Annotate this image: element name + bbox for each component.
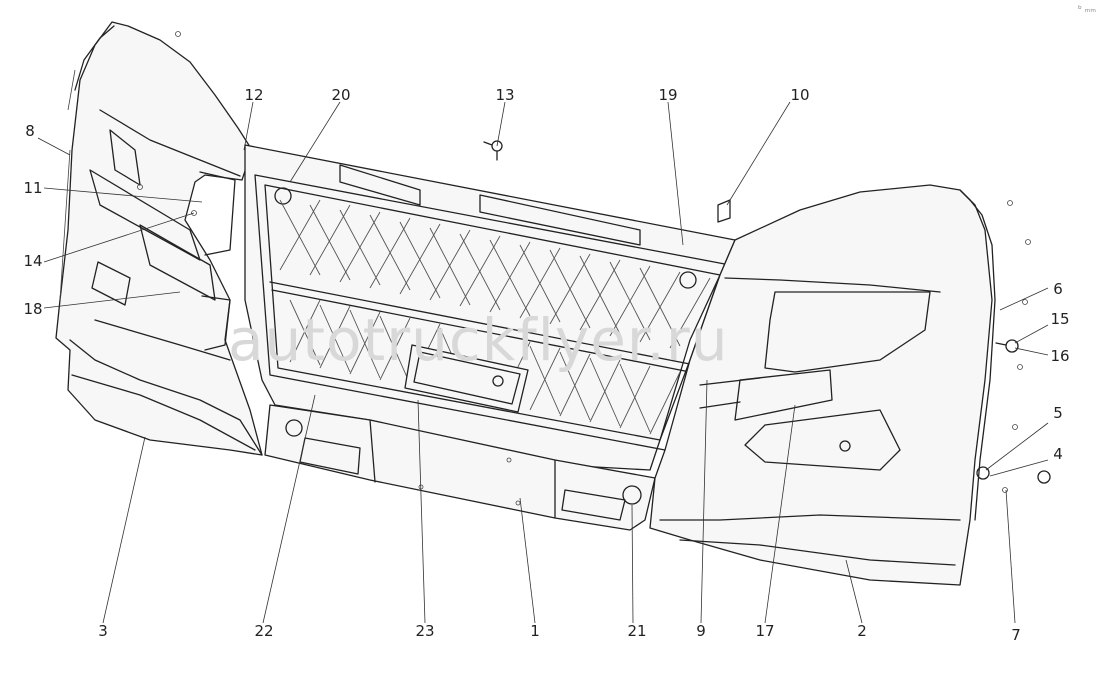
callout-1: 1 bbox=[530, 622, 540, 640]
callout-7: 7 bbox=[1011, 626, 1021, 644]
callout-5: 5 bbox=[1053, 404, 1063, 422]
callout-19: 19 bbox=[658, 86, 677, 104]
callout-labels: 1 2 3 4 5 6 7 8 9 10 11 12 13 14 15 16 1… bbox=[23, 86, 1069, 644]
callout-17: 17 bbox=[755, 622, 774, 640]
left-bumper-wing bbox=[55, 21, 263, 456]
callout-3: 3 bbox=[98, 622, 108, 640]
callout-15: 15 bbox=[1050, 310, 1069, 328]
callout-9: 9 bbox=[696, 622, 706, 640]
lower-center bbox=[264, 404, 656, 531]
callout-6: 6 bbox=[1053, 280, 1063, 298]
callout-16: 16 bbox=[1050, 347, 1069, 365]
callout-10: 10 bbox=[790, 86, 809, 104]
license-plate-holder bbox=[404, 344, 529, 413]
callout-8: 8 bbox=[25, 122, 35, 140]
callout-21: 21 bbox=[627, 622, 646, 640]
center-frame bbox=[244, 144, 736, 471]
leader-lines bbox=[37, 101, 1049, 624]
corner-mark: ᵇ ₘₘ bbox=[1078, 5, 1096, 15]
callout-2: 2 bbox=[857, 622, 867, 640]
callout-13: 13 bbox=[495, 86, 514, 104]
right-bumper-wing bbox=[649, 184, 996, 586]
callout-23: 23 bbox=[415, 622, 434, 640]
callout-11: 11 bbox=[23, 179, 42, 197]
callout-4: 4 bbox=[1053, 445, 1063, 463]
callout-18: 18 bbox=[23, 300, 42, 318]
fasteners bbox=[137, 31, 1051, 493]
callout-20: 20 bbox=[331, 86, 350, 104]
callout-22: 22 bbox=[254, 622, 273, 640]
callout-14: 14 bbox=[23, 252, 42, 270]
watermark: autotruckflyer.ru bbox=[228, 306, 728, 374]
callout-12: 12 bbox=[244, 86, 263, 104]
